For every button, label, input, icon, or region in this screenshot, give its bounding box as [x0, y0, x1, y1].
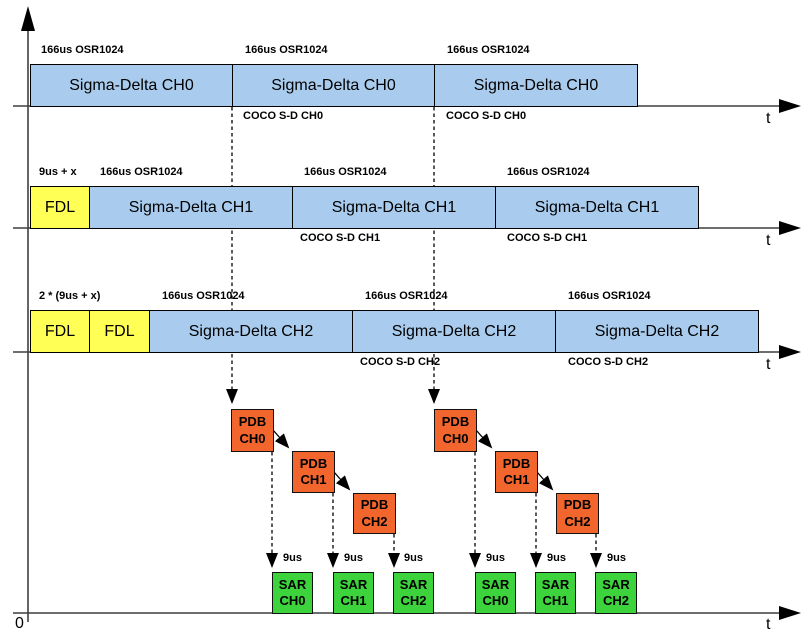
osr-label: 166us OSR1024	[41, 44, 124, 56]
sar-box-line1: SAR	[481, 576, 510, 592]
sigma-delta-ch1-box: Sigma-Delta CH1	[89, 186, 293, 229]
pdb-ch0-box: PDB CH0	[231, 409, 274, 452]
coco-label: COCO S-D CH2	[360, 356, 441, 368]
t-axis-label: t	[766, 616, 771, 633]
pdb-ch2-box: PDB CH2	[556, 493, 599, 534]
sar-box-line1: SAR	[602, 576, 630, 592]
sar-time-label: 9us	[404, 552, 423, 564]
pdb-box-line1: PDB	[502, 455, 531, 471]
osr-label: 166us OSR1024	[100, 166, 183, 178]
sigma-delta-ch2-box: Sigma-Delta CH2	[352, 310, 556, 353]
pdb-chain-arrow-g2-01	[475, 429, 493, 449]
sar-box-line1: SAR	[339, 576, 368, 592]
sar-ch0-box: SAR CH0	[272, 572, 313, 614]
sar-time-label: 9us	[344, 552, 363, 564]
pdb-box-line2: CH2	[564, 513, 591, 529]
sar-time-label: 9us	[547, 552, 566, 564]
sar-time-label: 9us	[486, 552, 505, 564]
sar-box-line1: SAR	[399, 576, 428, 592]
pdb-ch2-box: PDB CH2	[353, 493, 396, 534]
coco-label: COCO S-D CH2	[568, 356, 649, 368]
sar-box-line1: SAR	[541, 576, 570, 592]
sigma-delta-ch0-box: Sigma-Delta CH0	[232, 64, 435, 107]
sar-box-line2: CH0	[279, 593, 306, 608]
osr-label: 166us OSR1024	[568, 290, 651, 302]
sigma-delta-ch2-box: Sigma-Delta CH2	[555, 310, 759, 353]
sar-box-line2: CH0	[482, 593, 509, 608]
sigma-delta-ch1-box: Sigma-Delta CH1	[292, 186, 496, 229]
sigma-delta-ch1-box: Sigma-Delta CH1	[495, 186, 699, 229]
pdb-box-line1: PDB	[441, 414, 470, 430]
pdb-box-line2: CH1	[300, 472, 327, 487]
fdl-box: FDL	[89, 310, 150, 353]
t-axis-label: t	[766, 232, 771, 249]
sigma-delta-ch0-box: Sigma-Delta CH0	[434, 64, 638, 107]
sar-box-line2: CH1	[340, 593, 367, 608]
pdb-chain-arrow-g1-12	[333, 471, 351, 491]
pdb-ch1-box: PDB CH1	[292, 451, 335, 493]
pdb-box-line1: PDB	[238, 414, 267, 430]
fdl-delay-label: 2 * (9us + x)	[39, 290, 101, 302]
osr-label: 166us OSR1024	[507, 166, 590, 178]
sar-ch1-box: SAR CH1	[535, 572, 576, 614]
pdb-box-line2: CH0	[442, 430, 469, 446]
fdl-delay-label: 9us + x	[39, 166, 77, 178]
pdb-box-line1: PDB	[360, 497, 389, 513]
sar-ch2-box: SAR CH2	[393, 572, 434, 614]
pdb-box-line1: PDB	[299, 455, 328, 471]
osr-label: 166us OSR1024	[447, 44, 530, 56]
sar-box-line2: CH1	[542, 593, 569, 608]
sar-box-line1: SAR	[278, 576, 307, 592]
pdb-chain-arrow-g1-01	[272, 429, 290, 449]
osr-label: 166us OSR1024	[245, 44, 328, 56]
sar-ch1-box: SAR CH1	[333, 572, 374, 614]
sigma-delta-ch0-box: Sigma-Delta CH0	[30, 64, 233, 107]
fdl-box: FDL	[30, 310, 90, 353]
sar-ch0-box: SAR CH0	[475, 572, 516, 614]
t-axis-label: t	[766, 110, 771, 127]
pdb-box-line2: CH0	[239, 430, 266, 446]
pdb-box-line2: CH2	[361, 513, 388, 529]
pdb-chain-arrow-g2-12	[536, 471, 554, 491]
fdl-box: FDL	[30, 186, 90, 229]
pdb-box-line2: CH1	[503, 472, 530, 487]
sar-box-line2: CH2	[602, 593, 629, 608]
origin-label: 0	[15, 615, 24, 632]
pdb-ch1-box: PDB CH1	[495, 451, 538, 493]
coco-label: COCO S-D CH0	[446, 110, 527, 122]
sar-time-label: 9us	[283, 552, 302, 564]
sigma-delta-ch2-box: Sigma-Delta CH2	[149, 310, 353, 353]
pdb-ch0-box: PDB CH0	[434, 409, 477, 452]
pdb-box-line1: PDB	[563, 497, 592, 513]
coco-label: COCO S-D CH1	[300, 232, 381, 244]
coco-label: COCO S-D CH1	[507, 232, 588, 244]
sar-time-label: 9us	[607, 552, 626, 564]
sar-ch2-box: SAR CH2	[595, 572, 637, 614]
t-axis-label: t	[766, 356, 771, 373]
sar-box-line2: CH2	[400, 593, 427, 608]
coco-label: COCO S-D CH0	[243, 110, 324, 122]
osr-label: 166us OSR1024	[365, 290, 448, 302]
osr-label: 166us OSR1024	[304, 166, 387, 178]
osr-label: 166us OSR1024	[162, 290, 245, 302]
